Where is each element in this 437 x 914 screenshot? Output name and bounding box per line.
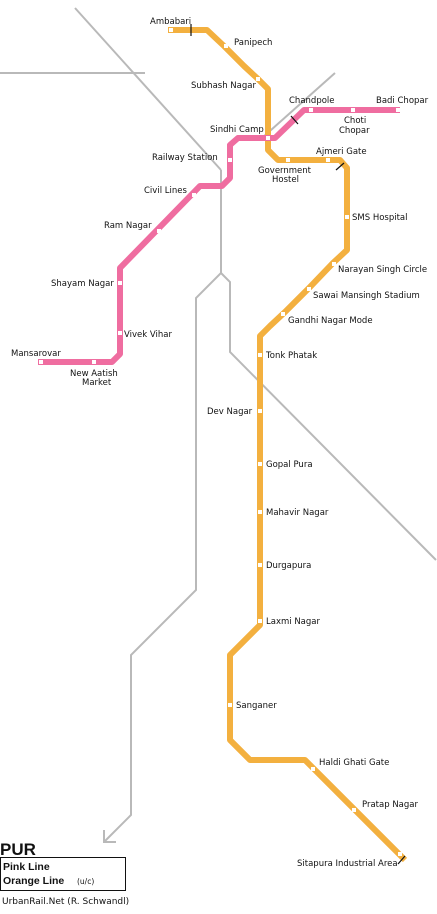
station-dot-civil-lines	[192, 193, 196, 197]
station-dot-railway-station	[228, 158, 232, 162]
station-dot-laxmi-nagar	[258, 619, 262, 623]
station-dot-haldi-ghati-gate	[311, 767, 315, 771]
map-credit: UrbanRail.Net (R. Schwandl)	[2, 897, 129, 907]
label-vivek-vihar: Vivek Vihar	[124, 330, 172, 340]
station-dot-shayam-nagar	[118, 281, 122, 285]
label-government-hostel-line2: Hostel	[272, 175, 299, 185]
label-panipech: Panipech	[234, 38, 272, 48]
station-dot-subhash-nagar	[256, 77, 260, 81]
station-dot-sanganer	[228, 703, 232, 707]
label-durgapura: Durgapura	[266, 561, 311, 571]
station-dot-pratap-nagar	[352, 808, 356, 812]
station-dot-mahavir-nagar	[258, 510, 262, 514]
station-dot-tonk-phatak	[258, 353, 262, 357]
pink-line	[38, 107, 400, 365]
station-dot-chandpole	[309, 108, 313, 112]
station-dot-new-aatish-market	[92, 360, 96, 364]
label-gopal-pura: Gopal Pura	[266, 460, 313, 470]
station-dot-gopal-pura	[258, 462, 262, 466]
railway-line-arrow	[103, 830, 116, 843]
label-tonk-phatak: Tonk Phatak	[265, 351, 317, 361]
station-labels: Ambabari Panipech Subhash Nagar Chandpol…	[11, 17, 429, 869]
station-dot-choti-chopar	[351, 108, 355, 112]
station-dot-sindhi-camp	[266, 136, 270, 140]
legend-orange-note: (u/c)	[77, 877, 94, 886]
station-markers	[39, 28, 402, 856]
label-civil-lines: Civil Lines	[144, 186, 187, 196]
label-new-aatish-market-line1: New Aatish	[70, 369, 118, 379]
label-sitapura-industrial-area: Sitapura Industrial Area	[297, 859, 398, 869]
label-dev-nagar: Dev Nagar	[207, 407, 253, 417]
label-sindhi-camp: Sindhi Camp	[210, 125, 264, 135]
station-dot-sms-hospital	[345, 215, 349, 219]
label-mahavir-nagar: Mahavir Nagar	[266, 508, 329, 518]
railway-line-southeast	[220, 272, 437, 561]
label-subhash-nagar: Subhash Nagar	[191, 81, 256, 91]
station-dot-narayan-singh-circle	[332, 262, 336, 266]
station-dot-sawai-mansingh-stadium	[307, 287, 311, 291]
sitapura-terminus-tick	[397, 855, 406, 865]
chandpole-tick	[290, 115, 299, 125]
label-ram-nagar: Ram Nagar	[104, 221, 152, 231]
label-shayam-nagar: Shayam Nagar	[51, 279, 114, 289]
label-ambabari: Ambabari	[150, 17, 191, 27]
label-chandpole: Chandpole	[289, 96, 335, 106]
station-dot-ajmeri-gate	[326, 158, 330, 162]
label-railway-station: Railway Station	[152, 153, 218, 163]
railway-line-northeast	[261, 72, 336, 139]
label-haldi-ghati-gate: Haldi Ghati Gate	[319, 758, 389, 768]
station-dot-mansarovar	[39, 360, 43, 364]
legend-box	[0, 857, 126, 891]
label-choti-chopar-line1: Choti	[344, 116, 366, 126]
station-dot-gandhi-nagar-mode	[281, 312, 285, 316]
legend: Pink Line Orange Line (u/c)	[0, 857, 126, 891]
station-dot-ambabari	[169, 28, 173, 32]
label-sms-hospital: SMS Hospital	[352, 213, 408, 223]
station-dot-sitapura	[398, 852, 402, 856]
label-sanganer: Sanganer	[236, 701, 277, 711]
station-dot-government-hostel	[286, 158, 290, 162]
label-ajmeri-gate: Ajmeri Gate	[316, 147, 367, 157]
label-new-aatish-market-line2: Market	[82, 378, 112, 388]
label-pratap-nagar: Pratap Nagar	[362, 800, 418, 810]
railway-line-northwest	[74, 7, 222, 171]
station-dot-panipech	[224, 44, 228, 48]
station-dot-ram-nagar	[157, 229, 161, 233]
label-sawai-mansingh-stadium: Sawai Mansingh Stadium	[313, 291, 420, 301]
label-choti-chopar-line2: Chopar	[339, 126, 370, 136]
interchange-markers	[190, 24, 406, 865]
station-dot-dev-nagar	[258, 409, 262, 413]
label-laxmi-nagar: Laxmi Nagar	[266, 617, 320, 627]
label-government-hostel-line1: Government	[258, 166, 312, 176]
station-dot-vivek-vihar	[118, 331, 122, 335]
station-dot-badi-chopar	[396, 108, 400, 112]
label-badi-chopar: Badi Chopar	[376, 96, 429, 106]
ajmeri-gate-tick	[335, 162, 345, 171]
legend-pink-line: Pink Line	[3, 861, 50, 873]
map-title: PUR	[0, 840, 36, 859]
station-dot-durgapura	[258, 563, 262, 567]
label-narayan-singh-circle: Narayan Singh Circle	[338, 265, 427, 275]
label-gandhi-nagar-mode: Gandhi Nagar Mode	[288, 316, 373, 326]
label-mansarovar: Mansarovar	[11, 349, 61, 359]
legend-orange-line: Orange Line	[3, 875, 64, 887]
railway-lines	[0, 7, 437, 843]
